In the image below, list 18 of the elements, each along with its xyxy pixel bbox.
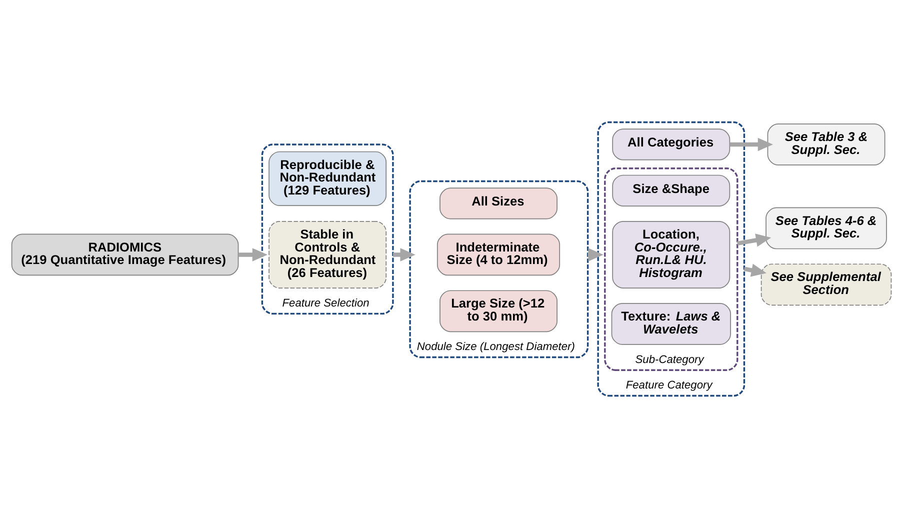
node-box: Location, Co-Occure., Run.L& HU. Histogram xyxy=(612,220,730,288)
node-box: Reproducible & Non-Redundant (129 Features) xyxy=(268,150,387,206)
node-box: Large Size (>12 to 30 mm) xyxy=(440,290,558,332)
node-box: RADIOMICS (219 Quantitative Image Features) xyxy=(11,233,239,276)
node-box: See Supplemental Section xyxy=(760,263,892,306)
node-box: Size &Shape xyxy=(612,174,730,206)
arrow xyxy=(744,263,766,276)
arrow xyxy=(730,137,774,151)
node-box: All Categories xyxy=(612,128,730,160)
node-box: See Tables 4-6 & Suppl. Sec. xyxy=(766,206,887,249)
arrow xyxy=(238,248,268,261)
arrow xyxy=(392,248,416,261)
node-box: Indeterminate Size (4 to 12mm) xyxy=(436,233,560,276)
node-box: Texture: Laws & Wavelets xyxy=(611,302,731,344)
node-box: See Table 3 & Suppl. Sec. xyxy=(767,123,886,165)
node-box: Stable in Controls & Non-Redundant (26 Features) xyxy=(268,220,387,288)
arrow xyxy=(737,233,772,246)
node-box: All Sizes xyxy=(440,187,558,219)
